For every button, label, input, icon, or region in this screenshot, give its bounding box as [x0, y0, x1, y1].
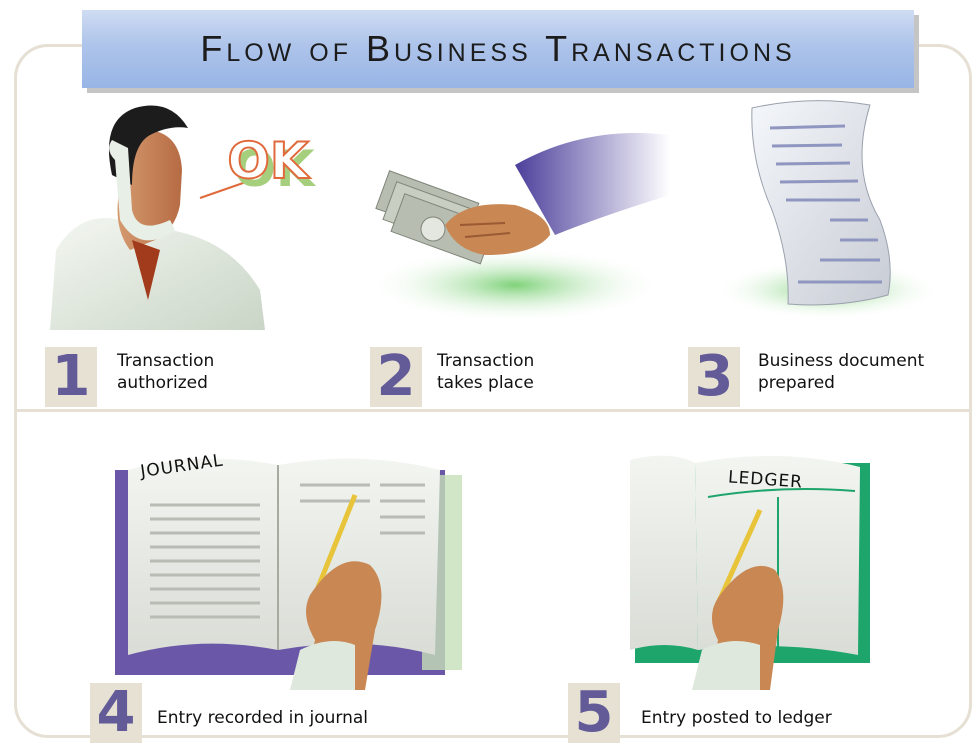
- step-5-number: 5: [568, 683, 620, 743]
- ok-badge: OK: [226, 131, 309, 191]
- ledger-icon: [630, 455, 870, 690]
- step-2-number: 2: [370, 347, 422, 407]
- phone-call-icon: [50, 105, 265, 330]
- step-1-label: Transaction authorized: [117, 351, 215, 393]
- title-bar: Flow of Business Transactions: [82, 10, 914, 88]
- step-5-label: Entry posted to ledger: [641, 708, 832, 728]
- step-2-label: Transaction takes place: [437, 351, 535, 393]
- step-4-label: Entry recorded in journal: [157, 708, 368, 728]
- diagram-title: Flow of Business Transactions: [200, 28, 796, 69]
- step-3-label: Business document prepared: [758, 351, 925, 393]
- document-icon: [713, 100, 943, 320]
- journal-icon: [115, 458, 462, 690]
- step-4-number: 4: [90, 683, 142, 743]
- money-exchange-icon: [365, 133, 670, 323]
- step-1-number: 1: [45, 347, 97, 407]
- section-divider: [14, 409, 972, 412]
- step-3-number: 3: [688, 347, 740, 407]
